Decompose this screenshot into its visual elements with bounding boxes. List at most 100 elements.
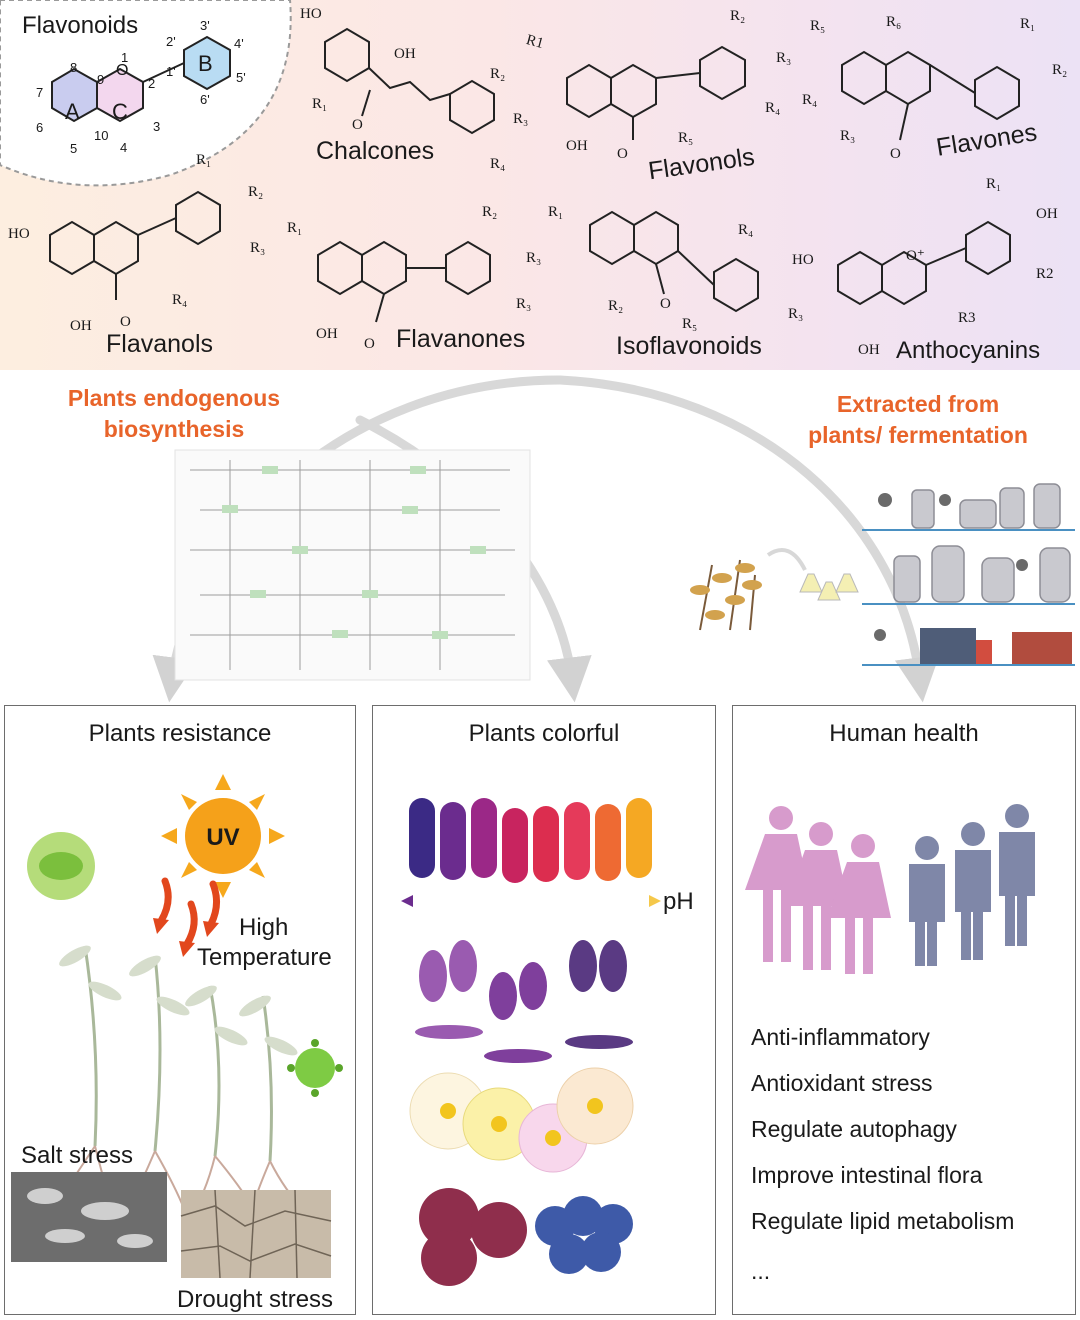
fermentation-factory-illustration bbox=[862, 483, 1075, 666]
flavones-r3: R₃ bbox=[840, 128, 856, 144]
ph-color-bars bbox=[409, 798, 652, 883]
health-item-intestinal-flora: Improve intestinal flora bbox=[751, 1162, 983, 1188]
source-extracted-line2: plants/ fermentation bbox=[808, 422, 1028, 448]
uv-label: UV bbox=[206, 824, 239, 851]
arrow-to-health bbox=[555, 375, 940, 703]
health-item-anti-inflammatory: Anti-inflammatory bbox=[751, 1024, 930, 1050]
blueberries bbox=[535, 1196, 633, 1274]
isoflavonoids-label: Isoflavonoids bbox=[616, 332, 762, 360]
health-item-antioxidant: Antioxidant stress bbox=[751, 1070, 933, 1096]
pos-1p: 1' bbox=[166, 64, 176, 79]
drought-stress-label: Drought stress bbox=[177, 1286, 334, 1313]
pos-6: 6 bbox=[36, 120, 43, 135]
isoflavonoids-r2: R₂ bbox=[608, 298, 624, 314]
heat-arrows bbox=[157, 877, 220, 948]
pos-3p: 3' bbox=[200, 18, 210, 33]
panel-resistance: Plants resistance UV bbox=[4, 705, 356, 1315]
flavanols-r1: R₁ bbox=[196, 152, 212, 168]
pos-3: 3 bbox=[153, 119, 160, 134]
anthocyanins-oh-bottom: OH bbox=[858, 342, 880, 358]
anthocyanins-r2: R2 bbox=[1036, 266, 1054, 282]
source-endogenous-line1: Plants endogenous bbox=[67, 385, 281, 411]
health-item-autophagy: Regulate autophagy bbox=[751, 1116, 957, 1142]
panel-resistance-title: Plants resistance bbox=[88, 720, 272, 747]
flavones-r2: R₂ bbox=[1052, 62, 1068, 78]
flow-arrows bbox=[152, 375, 1075, 703]
health-item-more: ... bbox=[751, 1258, 771, 1284]
ph-bar bbox=[595, 804, 621, 881]
flowers bbox=[409, 1067, 634, 1173]
ph-bar bbox=[626, 798, 652, 878]
flavonols-oh: OH bbox=[566, 138, 588, 154]
pos-2p: 2' bbox=[166, 34, 176, 49]
isoflavonoids-o: O bbox=[660, 296, 671, 312]
panel-colorful: Plants colorful bbox=[372, 705, 716, 1315]
ph-bar bbox=[533, 806, 559, 882]
flavanones-r1: R₁ bbox=[287, 220, 303, 236]
people-illustration bbox=[745, 804, 1035, 974]
flavanones-r3: R₃ bbox=[526, 250, 542, 266]
anthocyanins-o: O⁺ bbox=[906, 248, 925, 264]
flavones-r4: R₄ bbox=[802, 92, 818, 108]
ring-b-label: B bbox=[198, 51, 213, 76]
flavanols-r4: R₄ bbox=[172, 292, 188, 308]
anthocyanins-oh: OH bbox=[1036, 206, 1058, 222]
flavanols-o: O bbox=[120, 314, 131, 330]
source-endogenous: Plants endogenous biosynthesis bbox=[54, 383, 294, 445]
anthocyanins-label: Anthocyanins bbox=[896, 337, 1041, 364]
pos-5p: 5' bbox=[236, 70, 246, 85]
structures-svg: A C B O 1 2 3 4 5 6 7 8 9 10 1' 2' 3' 4'… bbox=[0, 0, 1020, 323]
flavonols-r4: R₄ bbox=[765, 100, 781, 116]
high-label: High bbox=[239, 914, 289, 941]
purple-plants bbox=[415, 940, 633, 1063]
plant-extraction-illustration bbox=[690, 548, 859, 631]
chalcones-o: O bbox=[352, 117, 363, 133]
red-onions bbox=[419, 1188, 527, 1286]
panel-health: Human health Anti-inflammatory Antioxida… bbox=[732, 705, 1076, 1315]
panel-colorful-title: Plants colorful bbox=[468, 720, 620, 747]
core-o: O bbox=[116, 62, 128, 79]
health-item-lipid-metabolism: Regulate lipid metabolism bbox=[751, 1208, 1015, 1234]
flavanones-oh: OH bbox=[316, 326, 338, 342]
flavones-r5: R₅ bbox=[810, 18, 826, 34]
ring-c-label: C bbox=[112, 99, 128, 124]
pos-9: 9 bbox=[97, 72, 104, 87]
flavones-o: O bbox=[890, 146, 901, 162]
plants-illustration bbox=[83, 945, 273, 1162]
isoflavonoids-r5: R₅ bbox=[682, 316, 698, 332]
chalcones-ho: HO bbox=[300, 6, 322, 22]
chalcones-r4: R₄ bbox=[490, 156, 506, 172]
pos-4: 4 bbox=[120, 140, 127, 155]
ph-bar bbox=[564, 802, 590, 880]
flavanones-label: Flavanones bbox=[396, 325, 526, 353]
chalcones-label: Chalcones bbox=[316, 137, 435, 165]
pos-10: 10 bbox=[94, 128, 108, 143]
virus-icon bbox=[295, 1048, 335, 1088]
flavanones-r3b: R₃ bbox=[516, 296, 532, 312]
drought-soil-photo bbox=[181, 1190, 331, 1278]
ph-bar bbox=[409, 798, 435, 878]
flavonols-r3: R₃ bbox=[776, 50, 792, 66]
flavanols-ho: HO bbox=[8, 226, 30, 242]
isoflavonoids-r4: R₄ bbox=[738, 222, 754, 238]
ph-bar bbox=[502, 808, 528, 883]
flavanols-r3: R₃ bbox=[250, 240, 266, 256]
uv-sun-icon bbox=[161, 774, 285, 898]
flavonols-r2: R₂ bbox=[730, 8, 746, 24]
chalcones-r2: R₂ bbox=[490, 66, 506, 82]
isoflavonoids-r3: R₃ bbox=[788, 306, 804, 322]
panel-health-title: Human health bbox=[829, 720, 979, 747]
source-extracted: Extracted from plants/ fermentation bbox=[790, 389, 1046, 451]
flavanols-label: Flavanols bbox=[106, 330, 213, 358]
flavanones-r2: R₂ bbox=[482, 204, 498, 220]
female-figures bbox=[745, 806, 891, 974]
pos-8: 8 bbox=[70, 60, 77, 75]
pos-2: 2 bbox=[148, 76, 155, 91]
pos-5: 5 bbox=[70, 141, 77, 156]
ring-a-label: A bbox=[65, 99, 80, 124]
pos-4p: 4' bbox=[234, 36, 244, 51]
chalcones-oh: OH bbox=[394, 46, 416, 62]
anthocyanins-r1: R₁ bbox=[986, 176, 1002, 192]
flavonoids-title: Flavonoids bbox=[22, 12, 139, 39]
chalcones-r3: R₃ bbox=[513, 111, 529, 127]
